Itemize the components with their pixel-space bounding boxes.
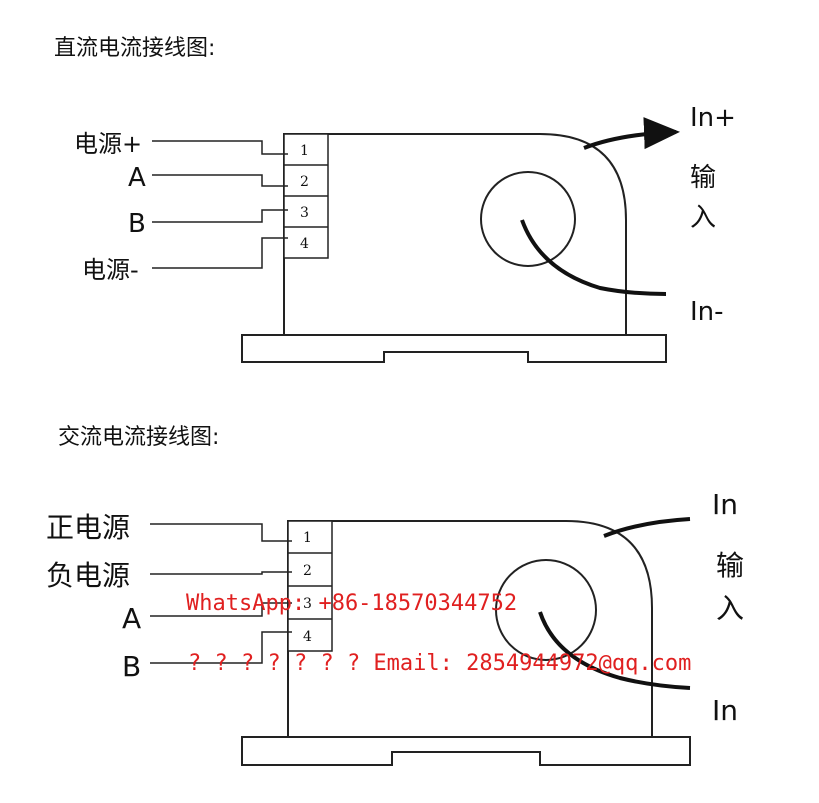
dc-in-plus-label: In+ <box>690 103 736 133</box>
dc-input-label-2: 入 <box>690 203 716 233</box>
ac-in-top-label: In <box>712 488 738 521</box>
dc-label-power-minus: 电源- <box>82 256 139 284</box>
dc-title: 直流电流接线图: <box>54 36 215 61</box>
ac-terminal-4: 4 <box>303 629 312 645</box>
ac-conductor-top <box>603 517 691 538</box>
ac-in-bottom-label: In <box>712 694 738 727</box>
watermark-email: ? ? ? ? ? ? ? Email: 2854944972@qq.com <box>188 651 691 676</box>
ac-title: 交流电流接线图: <box>58 425 219 450</box>
dc-conductor-in-minus <box>520 219 667 296</box>
ac-terminal-1: 1 <box>303 530 312 546</box>
watermark-whatsapp: WhatsApp: +86-18570344752 <box>186 591 517 616</box>
dc-terminal-2: 2 <box>300 174 309 190</box>
dc-terminal-block <box>283 133 329 259</box>
dc-conductor-in-plus <box>583 117 680 150</box>
dc-terminal-1: 1 <box>300 143 309 159</box>
dc-sensing-ring <box>480 171 576 267</box>
ac-terminal-3: 3 <box>303 596 312 612</box>
dc-terminal-4: 4 <box>300 236 309 252</box>
ac-label-positive-power: 正电源 <box>46 511 130 544</box>
ac-label-b: B <box>122 650 141 683</box>
ac-terminal-block <box>287 520 333 652</box>
dc-in-minus-label: In- <box>690 297 724 327</box>
dc-label-power-plus: 电源+ <box>74 130 142 158</box>
ac-input-label-2: 入 <box>716 592 744 625</box>
ac-conductor-bottom <box>538 611 691 690</box>
dc-sensor-body <box>241 133 667 363</box>
ac-sensor-body <box>241 520 691 766</box>
ac-label-a: A <box>122 602 141 635</box>
dc-input-label-1: 输 <box>690 163 716 193</box>
dc-label-b: B <box>128 209 146 239</box>
dc-label-a: A <box>128 163 146 193</box>
dc-wire-leads <box>152 140 288 269</box>
ac-label-negative-power: 负电源 <box>46 559 130 592</box>
ac-input-label-1: 输 <box>716 549 744 582</box>
ac-sensing-ring <box>495 559 597 661</box>
ac-terminal-2: 2 <box>303 563 312 579</box>
dc-terminal-3: 3 <box>300 205 309 221</box>
ac-wire-leads <box>150 523 292 664</box>
